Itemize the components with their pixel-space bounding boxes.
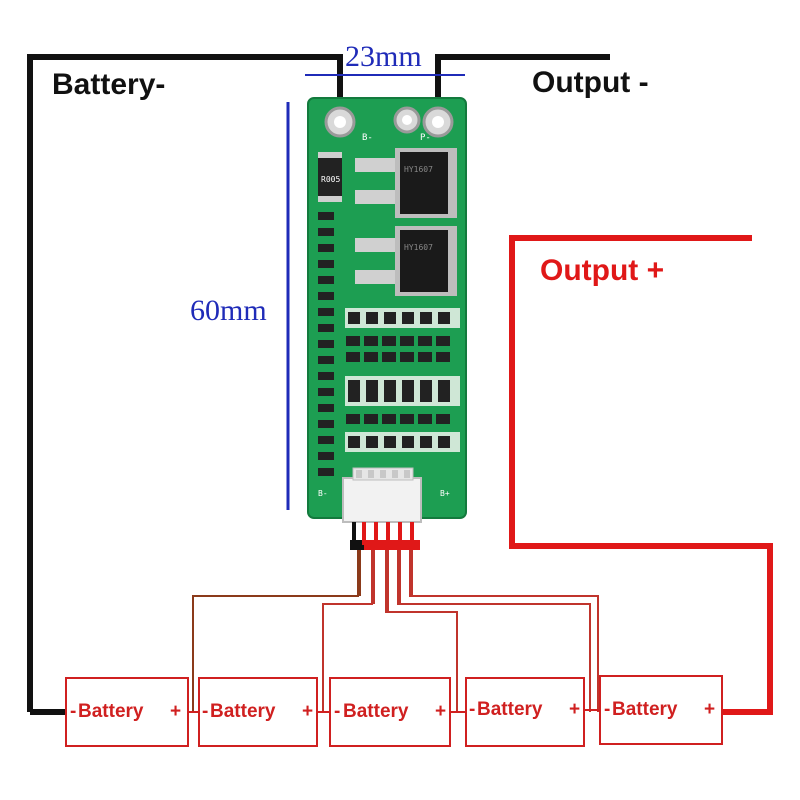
- battery-negative-label: Battery-: [52, 68, 165, 101]
- mosfet-2-label: HY1607: [404, 243, 433, 252]
- balance-tap-wires: [192, 550, 599, 712]
- battery-1-suffix: +: [170, 701, 181, 722]
- mosfet-2: HY1607: [355, 226, 457, 296]
- battery-5-suffix: +: [704, 699, 715, 720]
- battery-3-suffix: +: [435, 701, 446, 722]
- shunt-resistor: [318, 152, 342, 202]
- series-links: [188, 709, 600, 713]
- balance-wire-3: [385, 550, 458, 712]
- battery-cell-5: - Battery +: [599, 675, 723, 745]
- battery-3-label: Battery: [343, 701, 409, 722]
- battery-4-label: Battery: [477, 699, 543, 720]
- battery-cell-1: - Battery +: [65, 677, 189, 747]
- battery-4-suffix: +: [569, 699, 580, 720]
- bms-circuit-board: B- P- R005 HY1607 HY1607: [307, 97, 467, 550]
- balance-connector: B- B+: [318, 467, 450, 523]
- left-smd-column: [318, 212, 334, 476]
- mosfet-1-label: HY1607: [404, 165, 433, 174]
- battery-1-label: Battery: [78, 701, 144, 722]
- output-positive-wire: [509, 235, 773, 715]
- battery-negative-wire: [27, 54, 343, 712]
- mosfet-1: HY1607: [355, 148, 457, 218]
- battery-5-prefix: -: [604, 699, 610, 720]
- balance-component-grid: [345, 308, 460, 452]
- balance-wire-1: [192, 550, 359, 712]
- battery-cell-2: - Battery +: [198, 677, 318, 747]
- battery-cell-3: - Battery +: [329, 677, 451, 747]
- battery-2-suffix: +: [302, 701, 313, 722]
- battery-5-label: Battery: [612, 699, 678, 720]
- battery-pack: - Battery + - Battery + - Battery + - Ba…: [65, 675, 723, 747]
- pad-b-minus-label: B-: [362, 133, 373, 143]
- width-dimension-label: 23mm: [345, 40, 422, 73]
- pad-p-minus-label: P-: [420, 133, 431, 143]
- balance-harness: [350, 522, 420, 550]
- battery-2-label: Battery: [210, 701, 276, 722]
- height-dimension-label: 60mm: [190, 294, 267, 327]
- balance-wire-5: [409, 550, 599, 712]
- connector-minus-label: B-: [318, 489, 328, 498]
- battery-2-prefix: -: [202, 701, 208, 722]
- battery-4-prefix: -: [469, 699, 475, 720]
- resistor-label: R005: [321, 175, 340, 184]
- balance-wire-2: [322, 550, 373, 712]
- balance-wire-4: [397, 550, 591, 712]
- battery-3-prefix: -: [334, 701, 340, 722]
- output-negative-label: Output -: [532, 66, 649, 99]
- battery-1-prefix: -: [70, 701, 76, 722]
- output-positive-label: Output +: [540, 254, 664, 287]
- battery-cell-4: - Battery +: [465, 677, 585, 747]
- connector-plus-label: B+: [440, 489, 450, 498]
